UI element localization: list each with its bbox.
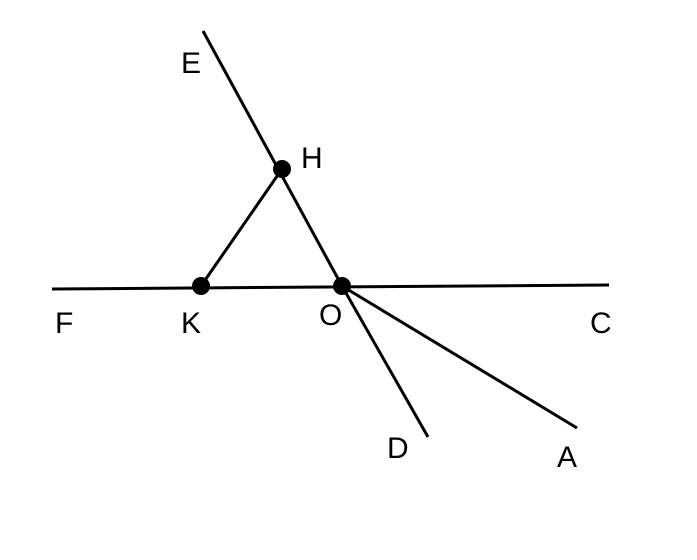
label-k: K xyxy=(181,307,201,340)
label-c: C xyxy=(590,307,612,340)
label-d: D xyxy=(387,432,409,465)
label-f: F xyxy=(55,307,73,340)
point-o xyxy=(333,277,351,295)
label-a: A xyxy=(557,441,577,474)
ray-oe xyxy=(201,30,344,287)
line-fc xyxy=(51,283,610,291)
label-o: O xyxy=(319,299,342,332)
segment-kh xyxy=(199,168,284,287)
ray-od xyxy=(340,285,430,438)
label-h: H xyxy=(301,142,323,175)
point-h xyxy=(273,160,291,178)
label-e: E xyxy=(181,47,201,80)
point-k xyxy=(192,277,210,295)
ray-oa xyxy=(341,284,578,430)
